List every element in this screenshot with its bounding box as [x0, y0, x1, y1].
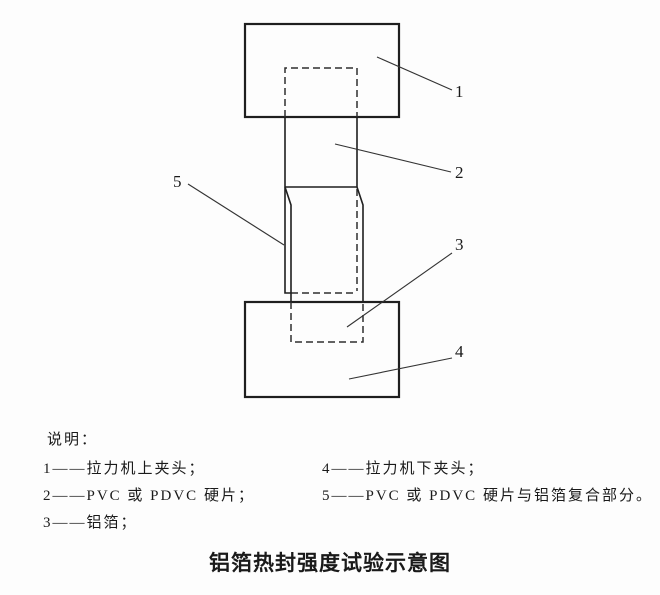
leader-line-3 [346, 252, 453, 328]
legend-item-5: 5——PVC 或 PDVC 硬片与铝箔复合部分。 [322, 488, 653, 504]
leader-line-1 [376, 56, 453, 91]
pvc-left-visible-edge [284, 187, 291, 294]
legend-item-1: 1——拉力机上夹头； [43, 461, 206, 477]
foil-hidden-in-lower-clamp [290, 302, 364, 343]
upper-clamp-rect [243, 22, 401, 119]
callout-1: 1 [455, 82, 464, 101]
leader-line-2 [334, 143, 452, 173]
test-setup-diagram [187, 22, 453, 399]
lower-clamp-rect [243, 300, 401, 399]
leader-line-4 [348, 357, 453, 380]
upper-clamp-hidden-strip-outline [284, 67, 358, 117]
callout-4: 4 [455, 342, 464, 361]
callout-5: 5 [173, 172, 182, 191]
figure-caption: 铝箔热封强度试验示意图 [209, 551, 451, 575]
leader-line-5 [187, 183, 285, 246]
legend-title: 说明： [47, 432, 99, 448]
composite-left-edge [284, 186, 292, 302]
legend-item-4: 4——拉力机下夹头； [322, 461, 485, 477]
legend-item-3: 3——铝箔； [43, 515, 138, 531]
pvc-strip-outline [284, 117, 358, 188]
composite-right-edge [356, 186, 364, 302]
callout-2: 2 [455, 163, 464, 182]
legend-item-2: 2——PVC 或 PDVC 硬片； [43, 488, 255, 504]
callout-3: 3 [455, 235, 464, 254]
